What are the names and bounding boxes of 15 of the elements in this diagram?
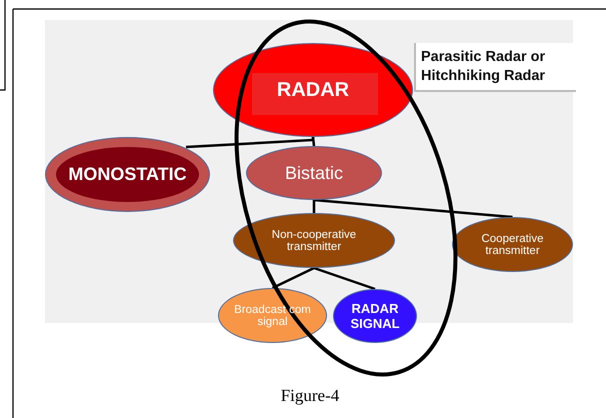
connector-line — [272, 266, 315, 290]
connector-line — [312, 200, 316, 213]
node-label: RADAR SIGNAL — [349, 301, 401, 331]
node-label: RADAR — [276, 78, 350, 102]
connector-line — [312, 136, 316, 146]
node-label: MONOSTATIC — [68, 164, 187, 185]
node-label: Parasitic Radar or Hitchhiking Radar — [421, 48, 546, 86]
connector-line — [186, 137, 314, 148]
figure-caption: Figure-4 — [280, 386, 340, 406]
connector-line — [314, 266, 376, 290]
node-label: Cooperative transmitter — [480, 232, 544, 256]
node-label: Non-cooperative transmitter — [270, 228, 358, 252]
label-box — [414, 43, 576, 92]
connector-line — [314, 198, 513, 218]
node-label: Bistatic — [284, 162, 344, 184]
